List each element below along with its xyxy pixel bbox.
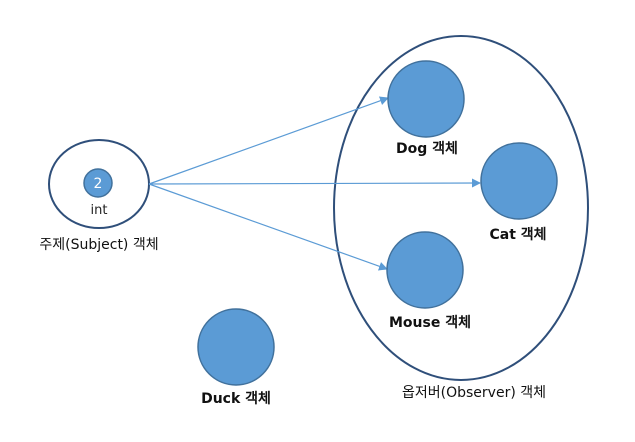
subject-type-label: int	[91, 203, 108, 218]
arrow-to-dog	[148, 96, 389, 185]
subject-value-node	[83, 168, 113, 198]
dog-label: Dog 객체	[396, 140, 458, 157]
mouse-node	[386, 231, 464, 309]
subject-value: 2	[94, 176, 103, 192]
cat-node	[480, 142, 558, 220]
dog-node	[387, 60, 465, 138]
duck-node	[197, 308, 275, 386]
subject-caption: 주제(Subject) 객체	[39, 237, 158, 253]
duck-label: Duck 객체	[201, 390, 271, 407]
observer-group-caption: 옵저버(Observer) 객체	[402, 385, 546, 401]
cat-label: Cat 객체	[489, 226, 546, 243]
arrow-to-mouse	[148, 183, 388, 271]
mouse-label: Mouse 객체	[389, 314, 471, 331]
arrow-to-cat	[148, 178, 481, 188]
